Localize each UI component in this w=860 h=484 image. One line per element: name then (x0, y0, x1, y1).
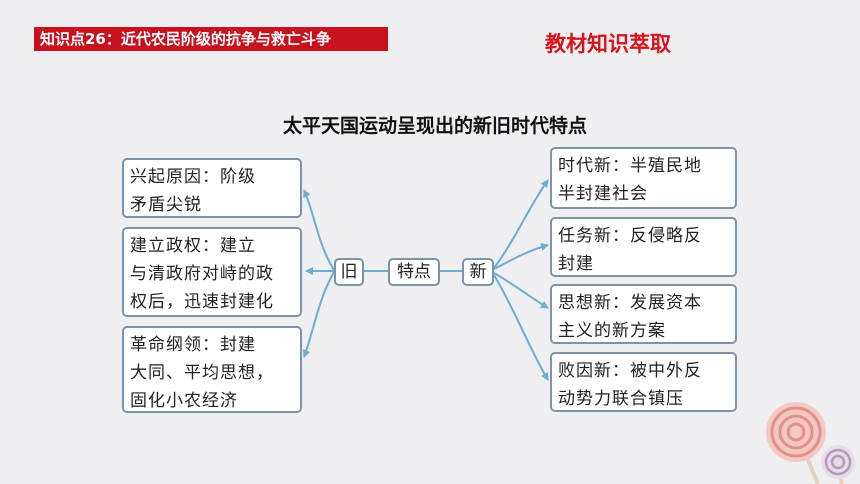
new-item-thought-line: 主义的新方案 (558, 321, 666, 341)
old-item-program-line: 大同、平均思想， (130, 363, 274, 383)
arrow-new-1 (493, 179, 549, 269)
node-center: 特点 (388, 258, 440, 286)
old-item-program: 革命纲领：封建 大同、平均思想， 固化小农经济 (122, 326, 302, 413)
new-item-task-line: 任务新：反侵略反 (558, 226, 702, 246)
new-item-task-line: 封建 (558, 254, 594, 274)
old-item-program-line: 固化小农经济 (130, 391, 238, 411)
lollipop-small-icon (821, 445, 855, 479)
old-item-regime: 建立政权：建立 与清政府对峙的政 权后，迅速封建化 (122, 227, 302, 317)
old-item-regime-line: 权后，迅速封建化 (130, 292, 274, 312)
arrow-new-4 (493, 274, 549, 381)
arrow-new-2 (493, 243, 549, 270)
new-item-defeat: 败因新：被中外反 动势力联合镇压 (550, 352, 737, 412)
new-item-era: 时代新：半殖民地 半封建社会 (550, 147, 737, 209)
old-item-regime-line: 建立政权：建立 (130, 236, 256, 256)
lollipop-large-icon (766, 402, 826, 462)
node-old: 旧 (334, 258, 364, 286)
old-item-origin-line: 矛盾尖锐 (130, 195, 202, 215)
new-item-defeat-line: 动势力联合镇压 (558, 389, 684, 409)
new-item-thought: 思想新：发展资本 主义的新方案 (550, 284, 737, 344)
new-item-era-line: 时代新：半殖民地 (558, 156, 702, 176)
new-item-thought-line: 思想新：发展资本 (558, 293, 702, 313)
new-item-defeat-line: 败因新：被中外反 (558, 361, 702, 381)
diagram-title: 太平天国运动呈现出的新旧时代特点 (282, 115, 587, 137)
new-item-task: 任务新：反侵略反 封建 (550, 217, 737, 277)
old-item-regime-line: 与清政府对峙的政 (130, 264, 274, 284)
arrow-old-3 (302, 271, 335, 358)
old-item-origin: 兴起原因：阶级 矛盾尖锐 (122, 158, 302, 218)
section-heading: 教材知识萃取 (545, 32, 671, 56)
arrow-new-3 (493, 272, 549, 309)
topic-tag: 知识点26：近代农民阶级的抗争与救亡斗争 (34, 27, 388, 51)
arrow-old-1 (303, 189, 335, 271)
node-new: 新 (462, 258, 494, 286)
old-item-program-line: 革命纲领：封建 (130, 335, 256, 355)
old-item-origin-line: 兴起原因：阶级 (130, 167, 256, 187)
new-item-era-line: 半封建社会 (558, 184, 648, 204)
